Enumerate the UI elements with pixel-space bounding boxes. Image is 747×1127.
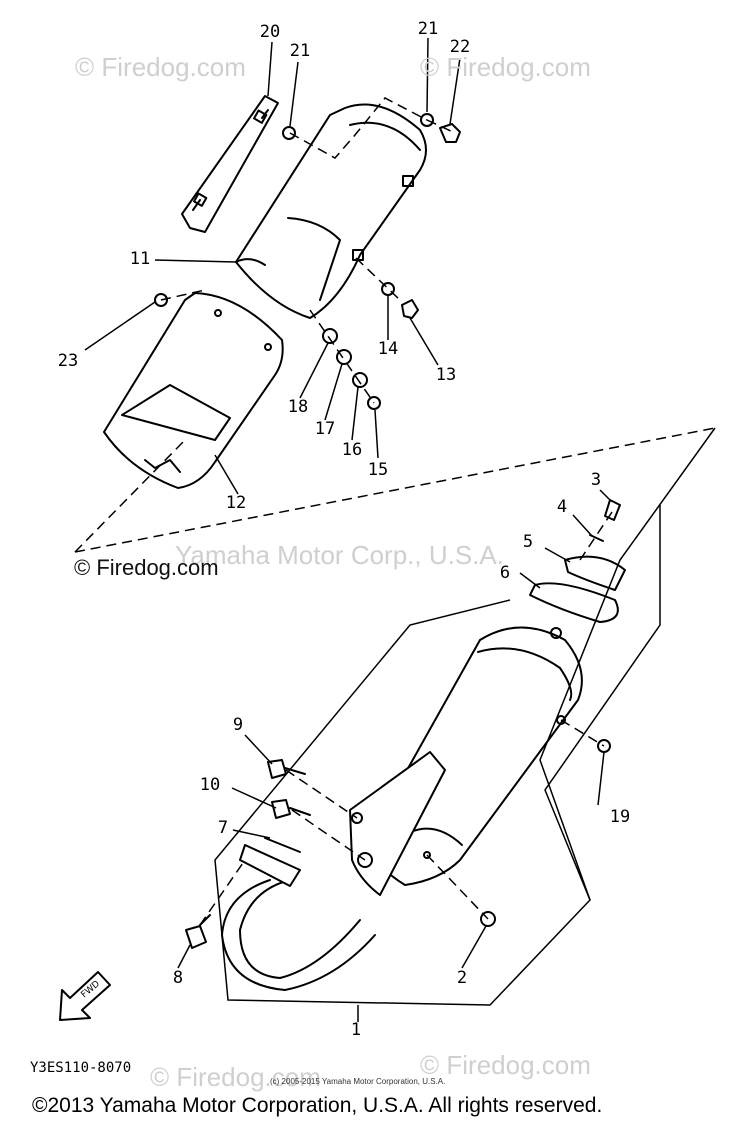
assembly-line-h [285, 769, 358, 819]
leader-12 [214, 454, 239, 495]
part-18-damper [322, 328, 338, 344]
leader-9 [244, 734, 273, 765]
leader-19 [597, 751, 605, 806]
watermark-firedog-mid: © Firedog.com [74, 555, 219, 580]
part-23-grommet [154, 293, 168, 307]
watermark-yamaha: Yamaha Motor Corp., U.S.A. [175, 540, 504, 570]
callout-5: 5 [523, 532, 533, 552]
assembly-line-k [560, 719, 605, 747]
leader-7 [232, 829, 271, 839]
callout-14: 14 [378, 339, 398, 359]
callout-21: 21 [290, 41, 310, 61]
leader-11 [154, 259, 237, 263]
leader-21b [426, 37, 429, 113]
assembly-line-i [291, 809, 366, 861]
copyright-notice: ©2013 Yamaha Motor Corporation, U.S.A. A… [32, 1094, 603, 1117]
assembly-line-l [199, 859, 246, 926]
callout-3: 3 [591, 470, 601, 490]
part-6-gasket [529, 582, 619, 623]
callout-7: 7 [218, 818, 228, 838]
callout-18: 18 [288, 397, 308, 417]
assembly-line-d [426, 119, 456, 134]
leader-8 [177, 944, 191, 969]
callout-1: 1 [351, 1020, 361, 1040]
small-notice: (c) 2005-2015 Yamaha Motor Corporation, … [270, 1077, 446, 1086]
part-1-muffler [221, 626, 583, 991]
callout-17: 17 [315, 419, 335, 439]
assembly-line-f [355, 257, 401, 301]
assembly-line-m [579, 511, 613, 561]
leader-4 [572, 514, 593, 537]
leader-2 [461, 925, 487, 969]
callout-23: 23 [58, 351, 78, 371]
part-22-screw [439, 123, 461, 143]
leader-23 [84, 301, 156, 351]
callout-11: 11 [130, 249, 150, 269]
assembly-outline-right [544, 505, 661, 901]
part-13-bolt [401, 299, 419, 319]
leader-16 [351, 386, 359, 441]
callout-20: 20 [260, 22, 280, 42]
part-2-bolt [480, 911, 496, 927]
part-21-washer-left [282, 126, 296, 140]
part-7-gasket [264, 837, 301, 853]
callout-22: 22 [450, 37, 470, 57]
part-8-nut [185, 914, 211, 949]
leader-20 [267, 41, 273, 97]
leader-18 [299, 342, 329, 399]
callout-10: 10 [200, 775, 220, 795]
callout-6: 6 [500, 563, 510, 583]
tail-cap-parts [529, 499, 626, 623]
part-3-screw [604, 499, 621, 521]
assembly-line-b [74, 439, 186, 553]
leader-10 [231, 787, 277, 809]
part-15-washer [367, 396, 381, 410]
part-9-bolt [267, 759, 306, 779]
leader-15 [374, 409, 379, 459]
assembly-line-a [74, 427, 716, 553]
part-20-strip [181, 95, 279, 233]
watermark-firedog-top-left: © Firedog.com [75, 52, 246, 82]
callout-9: 9 [233, 715, 243, 735]
callout-13: 13 [436, 365, 456, 385]
part-16-nut [352, 372, 368, 388]
part-4-pin [589, 534, 604, 542]
callout-4: 4 [557, 497, 567, 517]
part-10-bolt [271, 799, 311, 819]
leader-13 [409, 317, 439, 366]
leader-6 [519, 572, 541, 589]
assembly-line-g [309, 309, 375, 404]
assembly-line-j [426, 854, 489, 920]
callout-2: 2 [457, 968, 467, 988]
leader-5 [544, 547, 571, 563]
part-5-cap [564, 555, 626, 591]
leader-21a [289, 61, 299, 127]
callout-21: 21 [418, 19, 438, 39]
assembly-line-c [289, 97, 428, 159]
watermark-firedog-top-right: © Firedog.com [420, 52, 591, 82]
part-11-upper-cover [235, 103, 427, 319]
part-17-collar [336, 349, 352, 365]
diagram-code: Y3ES110-8070 [30, 1060, 132, 1076]
assembly-line-e [160, 289, 206, 301]
callout-12: 12 [226, 493, 246, 513]
leader-17 [324, 363, 343, 421]
part-14-nut [381, 282, 395, 296]
part-12-lower-cover [103, 292, 284, 489]
callout-19: 19 [610, 807, 630, 827]
watermark-firedog-bottom-right: © Firedog.com [420, 1050, 591, 1080]
callout-15: 15 [368, 460, 388, 480]
assembly-outline [214, 427, 716, 1006]
watermark-firedog-bottom-left: © Firedog.com [150, 1062, 321, 1092]
fwd-arrow-icon [59, 971, 111, 1021]
leader-22 [449, 57, 461, 125]
callout-16: 16 [342, 440, 362, 460]
callout-8: 8 [173, 968, 183, 988]
leader-3 [599, 489, 611, 501]
part-21-washer-right [420, 113, 434, 127]
